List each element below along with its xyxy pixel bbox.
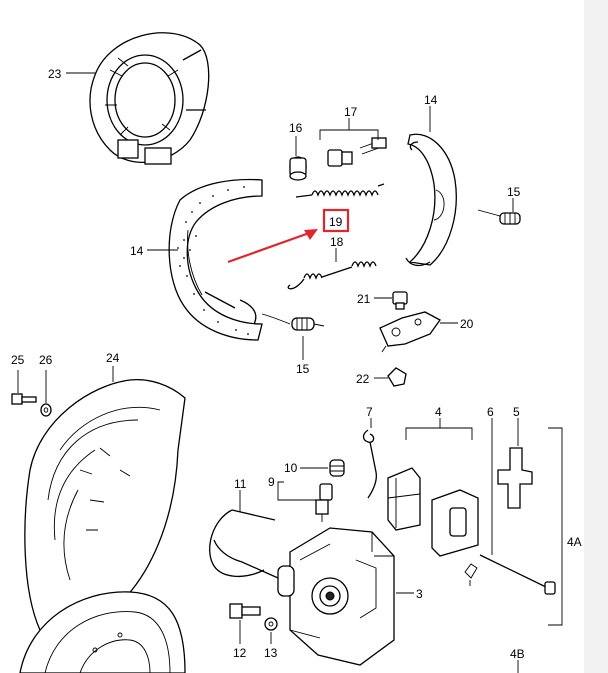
label-15-upper: 15 — [507, 185, 521, 199]
label-18: 18 — [330, 235, 344, 249]
label-4B: 4B — [510, 647, 525, 661]
label-24: 24 — [106, 351, 120, 365]
part-4-brake-pad-front — [387, 467, 421, 531]
part-11-retaining-spring — [209, 509, 279, 579]
label-19-highlight-box — [322, 208, 350, 233]
part-10-cap — [329, 459, 345, 477]
part-6-guide-pin — [479, 554, 556, 595]
label-12: 12 — [233, 646, 247, 660]
part-4b-screw — [464, 563, 478, 586]
part-24-dust-shield — [24, 379, 186, 636]
label-10: 10 — [284, 461, 298, 475]
label-13: 13 — [264, 646, 278, 660]
part-19-spring — [295, 183, 385, 198]
part-5-spreader-spring — [497, 447, 533, 509]
highlight-arrow-head — [304, 229, 318, 240]
label-25: 25 — [11, 353, 25, 367]
label-5: 5 — [513, 405, 520, 419]
label-17: 17 — [344, 105, 358, 119]
label-22: 22 — [356, 372, 370, 386]
label-6: 6 — [487, 405, 494, 419]
part-4-brake-pad-back — [431, 489, 479, 557]
label-14-right: 14 — [424, 93, 438, 107]
part-21-bushing — [392, 291, 408, 310]
part-26-washer — [40, 403, 52, 417]
label-21: 21 — [357, 292, 371, 306]
part-22-clip — [387, 367, 407, 387]
label-3: 3 — [416, 587, 423, 601]
part-20-lever — [379, 311, 441, 353]
part-13-washer — [264, 617, 278, 631]
highlight-arrow — [227, 230, 313, 264]
part-17-adjuster-screw — [327, 137, 387, 167]
label-26: 26 — [39, 353, 53, 367]
label-11: 11 — [234, 477, 247, 491]
part-25-bolt — [11, 393, 37, 405]
label-9: 9 — [268, 475, 275, 489]
part-3-brake-caliper — [277, 527, 395, 666]
label-7: 7 — [366, 405, 373, 419]
part-14-brake-shoe-left — [168, 178, 263, 341]
label-19: 19 — [329, 215, 343, 229]
label-20: 20 — [460, 317, 474, 331]
part-15-pin-lower — [261, 313, 325, 331]
brake-disc — [19, 591, 186, 673]
part-18-spring — [287, 261, 377, 290]
part-12-bolt — [229, 603, 261, 619]
label-16: 16 — [289, 121, 303, 135]
part-9-bleeder-valve — [315, 483, 333, 522]
label-4A: 4A — [567, 535, 582, 549]
label-4: 4 — [435, 405, 442, 419]
label-23: 23 — [48, 67, 62, 81]
part-14-brake-shoe-right — [405, 133, 457, 267]
scrollbar-track[interactable] — [584, 0, 608, 673]
part-16-adjuster — [289, 156, 307, 181]
label-14-left: 14 — [130, 244, 144, 258]
part-15-pin-upper — [477, 209, 521, 225]
label-15-lower: 15 — [296, 362, 310, 376]
part-7-spring-wire — [362, 429, 378, 499]
part-23-backing-plate — [89, 32, 210, 165]
